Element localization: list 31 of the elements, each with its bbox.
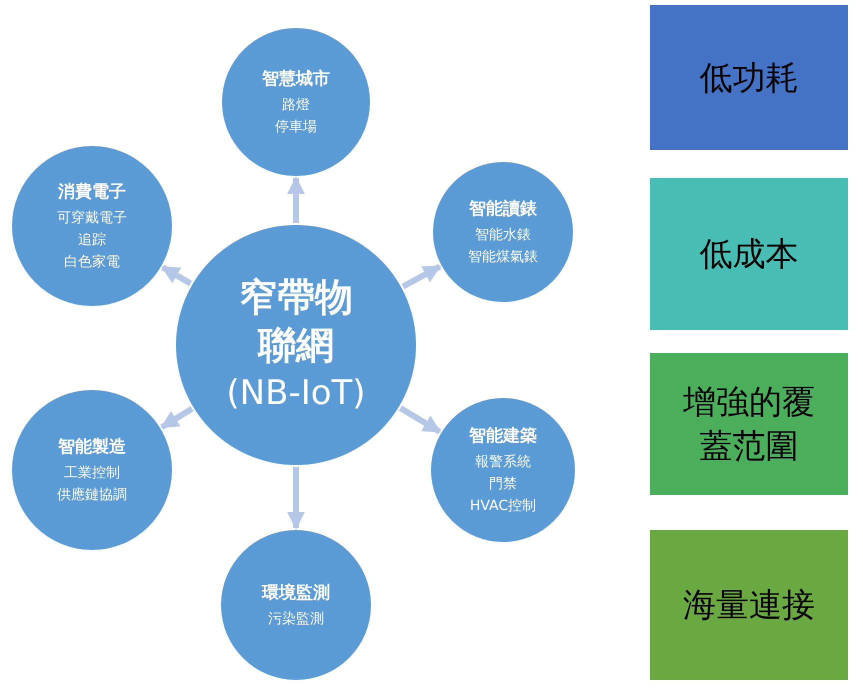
arrow (287, 176, 305, 223)
topic-item: 可穿戴電子 (57, 208, 127, 228)
topic-item: 工業控制 (64, 464, 120, 482)
arrow (287, 467, 305, 530)
topic-item: HVAC控制 (470, 496, 536, 516)
topic-item: 污染監測 (268, 610, 324, 628)
arrow (402, 264, 442, 290)
topic-item: 報警系統 (475, 452, 531, 472)
topic-item: 智能水錶 (475, 226, 531, 244)
topic-item: 白色家電 (64, 252, 120, 272)
arrow (160, 406, 194, 430)
topic-heading: 智能建築 (469, 424, 537, 446)
feature-box: 低成本 (650, 178, 848, 330)
topic-item: 追踪 (78, 230, 106, 250)
topic-item: 停車場 (275, 118, 317, 136)
hub-title: 窄帶物聯網 (238, 274, 354, 369)
topic-heading: 環境監測 (262, 582, 330, 604)
feature-box: 增強的覆蓋范圍 (650, 353, 848, 495)
arrow (398, 406, 442, 434)
topic-heading: 智能製造 (58, 436, 126, 458)
topic-heading: 消費電子 (58, 180, 126, 202)
topic-heading: 智慧城市 (262, 68, 330, 90)
topic-item: 門禁 (489, 474, 517, 494)
topic-item: 供應鏈協調 (57, 486, 127, 504)
arrow (161, 264, 192, 286)
feature-box: 海量連接 (650, 530, 848, 680)
topic-item: 智能煤氣錶 (468, 248, 538, 266)
feature-box: 低功耗 (650, 5, 848, 150)
hub-subtitle: (NB-IoT) (226, 372, 366, 415)
topic-heading: 智能讀錶 (469, 198, 537, 220)
topic-item: 路燈 (282, 96, 310, 114)
